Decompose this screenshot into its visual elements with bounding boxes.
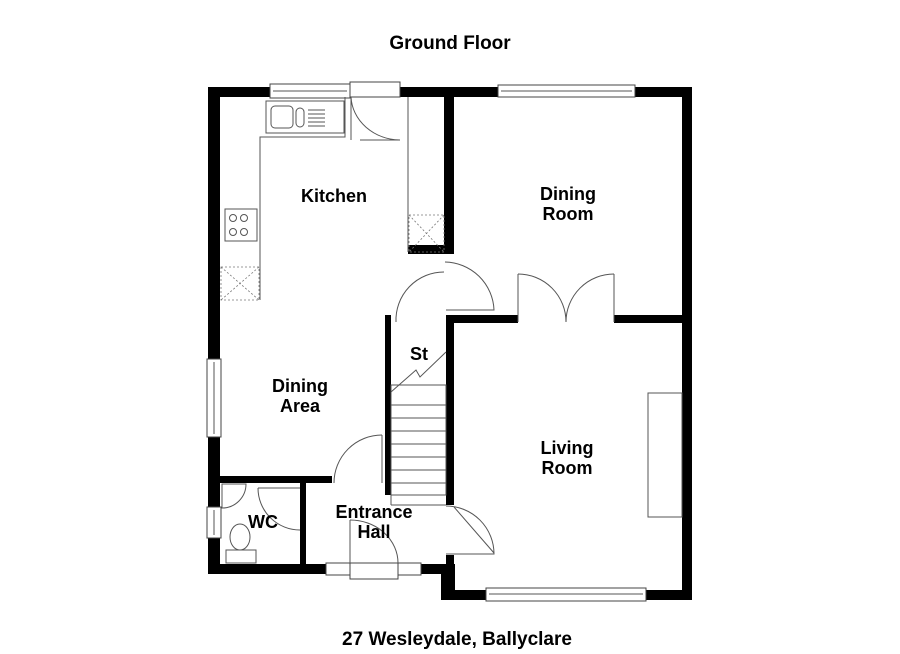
room-label-dining-room-1: Dining [540,184,596,204]
walls [208,87,692,600]
hob-icon [224,208,258,242]
room-label-store: St [410,344,428,364]
room-label-living-room-1: Living [541,438,594,458]
toilet-icon [229,523,251,551]
staircase[interactable] [390,351,447,506]
room-labels: Kitchen Dining Room Dining Area St Livin… [248,184,596,542]
property-address: 27 Wesleydale, Ballyclare [342,629,572,650]
floor-title: Ground Floor [389,33,511,54]
kitchen-fixtures [220,97,445,301]
room-label-living-room-2: Room [542,458,593,478]
room-label-entrance-hall-2: Hall [357,522,390,542]
wc-fixtures [221,483,257,564]
windows [206,83,647,602]
fireplace [647,392,683,518]
basin-icon [221,483,247,509]
room-label-dining-area-1: Dining [272,376,328,396]
sink-icon [265,100,345,134]
room-label-kitchen: Kitchen [301,186,367,206]
room-label-entrance-hall-1: Entrance [335,502,412,522]
room-label-wc: WC [248,512,278,532]
room-label-dining-area-2: Area [280,396,321,416]
room-label-dining-room-2: Room [543,204,594,224]
doors [257,81,615,580]
